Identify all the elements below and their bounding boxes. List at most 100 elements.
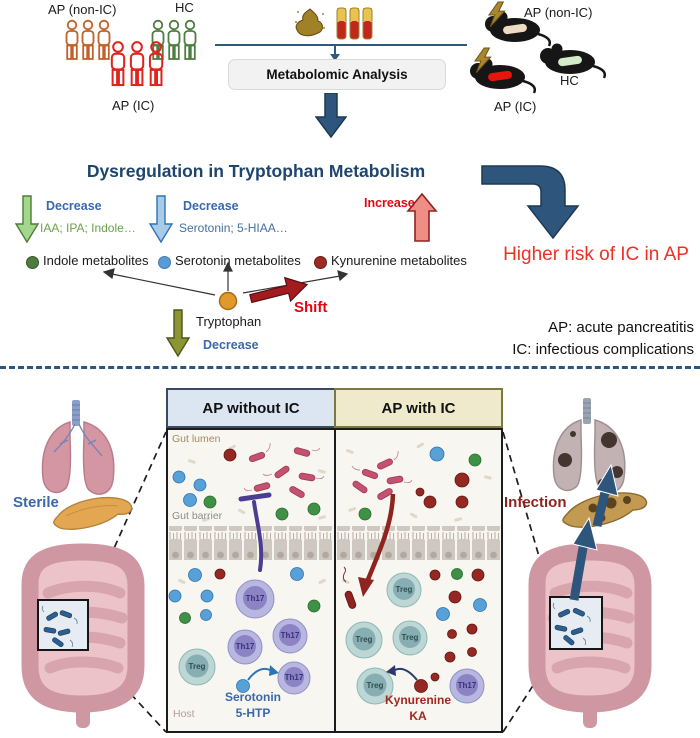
kynurenine-dot-icon [314,256,327,269]
down-arrow-thick-icon [315,93,347,139]
metabolite-dots-lumen [172,448,321,521]
tryptophan-branch-arrows [102,261,349,296]
metabolite-dots-host [414,568,487,693]
metabolism-diagram-shapes [14,165,580,358]
gut-epithelium [336,526,501,560]
th17-label: Th17 [246,594,265,603]
treg-label: Treg [367,681,384,690]
arrow-to-analysis [334,46,336,54]
serotonin-dot-icon [158,256,171,269]
shift-arrow-icon [249,276,309,304]
th17-cell: Th17 [449,668,485,704]
panel-right-illustration: Treg Treg Treg Treg Th17 [336,442,501,705]
human-group-label-ap-non-ic: AP (non-IC) [48,2,117,17]
panel-ap-with-ic: Treg Treg Treg Treg Th17 Kynurenine KA [334,428,503,733]
green-down-arrow-icon [14,195,40,244]
treg-label: Treg [356,635,373,644]
kynurenine-change-label: Increase [364,196,415,210]
kynurenine-line1: Kynurenine [384,693,451,707]
th17-label: Th17 [281,631,300,640]
flagella [351,450,413,484]
pancreas-icon [53,496,133,530]
inhibition-arrow [238,492,272,572]
shift-label: Shift [294,299,328,316]
blue-down-arrow-icon [148,195,174,244]
host-label: Host [173,708,195,720]
bacteria-icon [43,610,73,648]
gut-epithelium [168,526,334,560]
outcome-label: Higher risk of IC in AP [503,244,689,265]
sterile-label: Sterile [13,494,59,511]
infected-organs-illustration [528,398,652,728]
legend-kynurenine: Kynurenine metabolites [331,253,467,268]
treg-label: Treg [396,585,413,594]
translocation-arrows [569,463,619,601]
panel-ap-without-ic: Th17 Th17 Th17 Th17 Treg Gut lumen Gut b… [166,428,336,733]
legend-serotonin: Serotonin metabolites [175,253,301,268]
th17-label: Th17 [236,642,255,651]
gut-lumen-label: Gut lumen [172,433,221,445]
indole-change-label: Decrease [46,199,102,213]
section-title: Dysregulation in Tryptophan Metabolism [86,161,426,181]
panel-header-ap-with-ic: AP with IC [334,388,503,428]
human-groups-illustration [65,19,197,87]
sample-icons [295,7,373,40]
kynurenine-mediator-label: Kynurenine KA [358,693,478,724]
mouse-groups-illustration [468,1,607,95]
arrowhead-to-analysis [330,54,340,61]
debris [178,444,327,585]
serotonin-line1: Serotonin [225,690,281,704]
treg-label: Treg [189,662,206,671]
mouse-icon-hc [538,42,607,80]
serotonin-line2: 5-HTP [235,705,271,720]
gut-zoom-box-left [37,599,89,651]
person-icon-group-ap-non-ic [65,19,111,60]
flagella [243,442,325,492]
panel-header-ap-without-ic: AP without IC [166,388,336,428]
serotonin-examples-label: Serotonin; 5-HIAA… [179,221,288,235]
elbow-arrow-icon [481,165,580,240]
mouse-icon-ap-non-ic [483,1,552,48]
metabolite-dots-host [168,567,321,693]
olive-down-arrow-icon [165,309,191,358]
th17-label: Th17 [458,681,477,690]
treg-cells: Treg Treg Treg Treg [345,572,428,705]
legend-indole: Indole metabolites [43,253,149,268]
human-group-label-ap-ic: AP (IC) [112,98,155,113]
abbreviations: AP: acute pancreatitis IC: infectious co… [512,317,694,361]
serotonin-mediator-label: Serotonin 5-HTP [193,690,313,721]
kynurenine-line2: KA [409,708,427,723]
th17-label: Th17 [285,673,304,682]
kynurenine-action-arrow [386,665,418,681]
healthy-organs-illustration [21,400,145,728]
panel-left-illustration: Th17 Th17 Th17 Th17 Treg [168,442,334,695]
bacteria-icon [248,447,316,498]
sample-flow-line [215,44,467,46]
infected-lungs-icon [552,398,626,493]
indole-examples-label: IAA; IPA; Indole… [40,221,136,235]
mouse-group-label-hc: HC [560,73,579,88]
abbrev-ap: AP: acute pancreatitis [548,319,694,336]
treg-cell: Treg [178,648,216,686]
bacteria-icon [342,566,357,609]
serotonin-action-arrow [247,665,279,681]
bacteria-icon [352,458,404,500]
blood-tubes-icon [336,7,373,40]
gut-zoom-box-right [549,596,603,650]
tryptophan-dot [218,291,238,311]
serotonin-change-label: Decrease [183,199,239,213]
bacteria-icon [554,607,585,646]
tryptophan-change-label: Decrease [203,338,259,352]
tryptophan-label: Tryptophan [196,314,262,329]
abbrev-ic: IC: infectious complications [512,340,694,358]
infection-label: Infection [504,494,567,511]
treg-label: Treg [402,633,419,642]
mouse-group-label-ap-non-ic: AP (non-IC) [524,5,593,20]
healthy-lungs-icon [41,400,115,495]
gut-barrier-label: Gut barrier [172,510,223,522]
metabolite-dots-lumen [358,446,482,521]
stool-sample-icon [295,8,325,37]
th17-cells: Th17 Th17 Th17 Th17 [227,579,311,695]
bacteria-translocation-arrow [358,493,396,597]
